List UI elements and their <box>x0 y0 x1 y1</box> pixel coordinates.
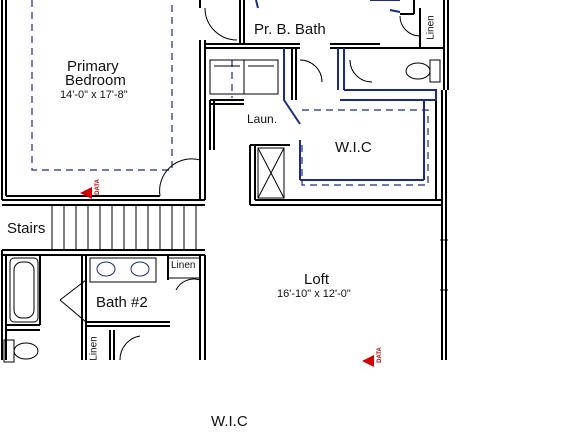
data-marker-text-bedroom: DATA <box>94 179 101 195</box>
stairs-treads <box>51 205 197 250</box>
stairs-label: Stairs <box>7 220 46 237</box>
data-markers <box>80 187 374 367</box>
bath2-label: Bath #2 <box>96 294 148 311</box>
linen-top-label: Linen <box>425 15 437 40</box>
wic-caption-label: W.I.C <box>211 413 248 430</box>
loft-label: Loft <box>304 271 330 288</box>
loft-dims: 16'-10" x 12'-0" <box>277 288 351 300</box>
primary-bedroom-dims: 14'-0" x 17'-8" <box>60 89 128 101</box>
blue-walls <box>255 0 437 181</box>
window-marks <box>440 239 448 291</box>
data-marker-bedroom <box>80 187 92 199</box>
bath2-vanity <box>89 257 201 283</box>
bathtub <box>9 257 39 323</box>
laundry-appliances <box>209 59 279 95</box>
data-marker-loft <box>362 355 374 367</box>
primary-bedroom-label-2: Bedroom <box>65 72 126 89</box>
shower-stall <box>257 147 285 199</box>
wic-upper-label: W.I.C <box>335 139 372 156</box>
linen-mid-label: Linen <box>171 260 196 271</box>
linen-bottom-label: Linen <box>88 336 100 361</box>
toilet-fixtures <box>3 59 441 363</box>
primary-bedroom-label-1: Primary <box>67 58 119 75</box>
primary-bath-label: Pr. B. Bath <box>254 21 326 38</box>
laundry-label: Laun. <box>247 112 278 126</box>
door-swings <box>59 7 421 361</box>
walls <box>1 0 449 360</box>
data-marker-text-loft: DATA <box>376 347 383 363</box>
